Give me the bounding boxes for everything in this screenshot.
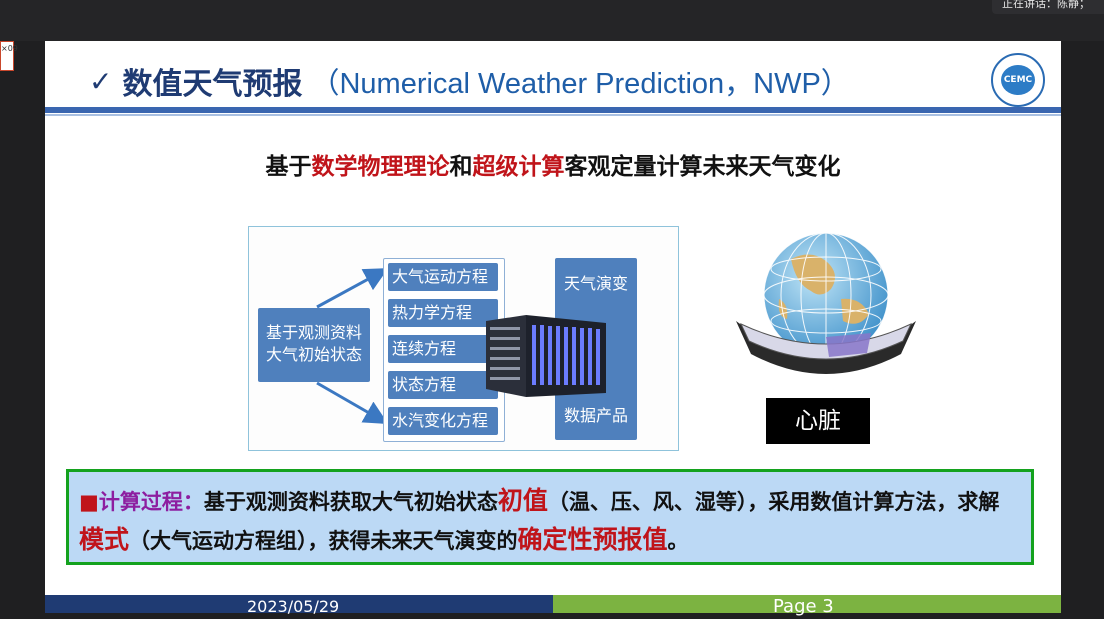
subtitle-text: 基于 bbox=[265, 154, 312, 180]
active-speaker-indicator: 正在讲话：陈静； bbox=[992, 0, 1104, 14]
meeting-top-bar bbox=[0, 0, 1104, 41]
equation-item: 连续方程 bbox=[388, 335, 498, 363]
subtitle-highlight-theory: 数学物理理论 bbox=[311, 154, 450, 180]
initial-state-line2: 大气初始状态 bbox=[265, 345, 362, 364]
side-panel-tab[interactable]: ×09 bbox=[0, 41, 18, 71]
initial-state-box: 基于观测资料 大气初始状态 bbox=[258, 308, 370, 382]
note-text: （大气运动方程组），获得未来天气演变的 bbox=[129, 529, 518, 553]
title-english: （Numerical Weather Prediction，NWP） bbox=[310, 68, 850, 100]
note-emphasis-initial-value: 初值 bbox=[497, 486, 548, 515]
equation-item: 热力学方程 bbox=[388, 299, 498, 327]
title-divider bbox=[45, 107, 1061, 113]
computation-process-note: ■计算过程：基于观测资料获取大气初始状态初值（温、压、风、湿等），采用数值计算方… bbox=[66, 469, 1034, 565]
arrow-up bbox=[316, 268, 389, 309]
nwp-flow-diagram: 基于观测资料 大气初始状态 大气运动方程 热力学方程 连续方程 状态方程 水汽变… bbox=[248, 226, 679, 451]
arrow-down bbox=[316, 381, 389, 424]
slide-subtitle: 基于数学物理理论和超级计算客观定量计算未来天气变化 bbox=[45, 147, 1061, 181]
products-label: 数据产品 bbox=[563, 406, 628, 425]
note-text: 。 bbox=[667, 529, 689, 553]
subtitle-highlight-computing: 超级计算 bbox=[472, 154, 565, 180]
note-text: （温、压、风、湿等），采用数值计算方法，求解 bbox=[547, 490, 1000, 514]
cemc-logo: CEMC bbox=[991, 53, 1045, 107]
equation-item: 状态方程 bbox=[388, 371, 498, 399]
logo-text: CEMC bbox=[1001, 65, 1035, 95]
heart-label: 心脏 bbox=[766, 398, 870, 444]
note-text: 基于观测资料获取大气初始状态 bbox=[203, 490, 498, 514]
note-emphasis-forecast: 确定性预报值 bbox=[517, 525, 668, 554]
title-chinese: 数值天气预报 bbox=[122, 67, 303, 102]
presentation-slide: ✓ 数值天气预报 （Numerical Weather Prediction，N… bbox=[45, 41, 1061, 617]
title-divider-thin bbox=[45, 114, 1061, 116]
footer-date: 2023/05/29 bbox=[247, 597, 340, 616]
global-model-globe-icon bbox=[736, 232, 916, 374]
slide-title: ✓ 数值天气预报 （Numerical Weather Prediction，N… bbox=[89, 59, 850, 103]
supercomputer-image bbox=[486, 315, 606, 397]
footer-page-bar: Page 3 bbox=[553, 595, 1061, 617]
note-label: 计算过程： bbox=[98, 490, 204, 514]
checkmark-icon: ✓ bbox=[89, 64, 113, 98]
bullet-square-icon: ■ bbox=[79, 490, 99, 514]
equation-item: 大气运动方程 bbox=[388, 263, 498, 291]
note-emphasis-model: 模式 bbox=[79, 525, 130, 554]
subtitle-text: 和 bbox=[449, 154, 473, 180]
initial-state-line1: 基于观测资料 bbox=[265, 323, 362, 342]
equation-item: 水汽变化方程 bbox=[388, 407, 498, 435]
footer-page-number: Page 3 bbox=[773, 596, 834, 617]
diagram-arrows bbox=[316, 268, 389, 424]
subtitle-text: 客观定量计算未来天气变化 bbox=[564, 154, 841, 180]
footer-date-bar: 2023/05/29 bbox=[45, 595, 553, 616]
evolution-label: 天气演变 bbox=[563, 274, 628, 293]
